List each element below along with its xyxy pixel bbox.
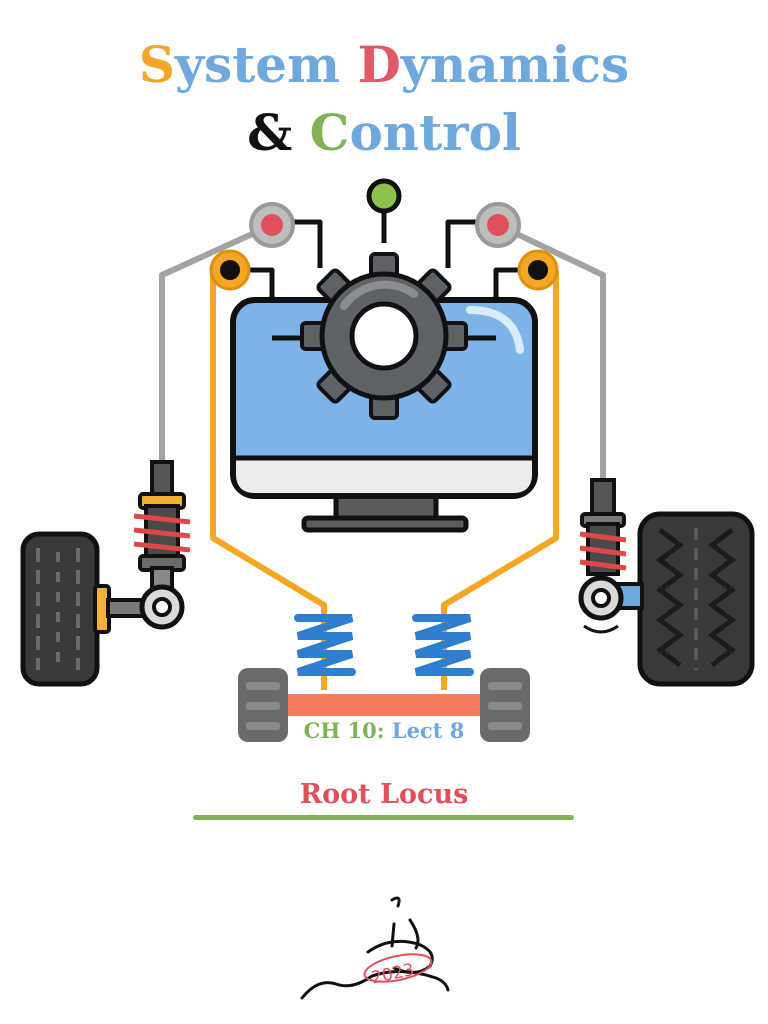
left-wheel-icon	[20, 531, 150, 687]
lecture-number: Lect 8	[391, 718, 465, 743]
title-word-ynamics: ynamics	[400, 35, 630, 94]
chapter-label: CH 10: Lect 8	[0, 718, 768, 743]
gear-icon	[300, 252, 468, 420]
right-shock-absorber-icon	[578, 478, 627, 634]
right-coil-spring-icon	[412, 614, 474, 676]
right-wheel-icon	[616, 511, 755, 687]
title-line-1: System Dynamics	[0, 40, 768, 90]
topic-title: Root Locus	[299, 779, 469, 810]
title-word-ystem: ystem	[175, 35, 341, 94]
title-initial-c: C	[309, 103, 350, 162]
gray-wires	[159, 222, 606, 480]
signature-mark: 2023	[300, 896, 450, 1000]
title-initial-s: S	[138, 35, 175, 94]
circuit-connectors	[245, 209, 523, 341]
title-line-2: & Control	[0, 108, 768, 158]
axle-icon	[238, 668, 530, 742]
title-word-ontrol: ontrol	[349, 103, 521, 162]
title-initial-d: D	[357, 35, 401, 94]
signature-year: 2023	[370, 960, 416, 989]
left-coil-spring-icon	[294, 614, 356, 676]
chapter-number: CH 10:	[303, 718, 385, 743]
topic-underline	[193, 815, 574, 820]
control-system-illustration	[20, 178, 755, 742]
circuit-nodes	[209, 178, 559, 291]
left-shock-absorber-icon	[133, 460, 191, 630]
title-ampersand: &	[247, 103, 293, 162]
